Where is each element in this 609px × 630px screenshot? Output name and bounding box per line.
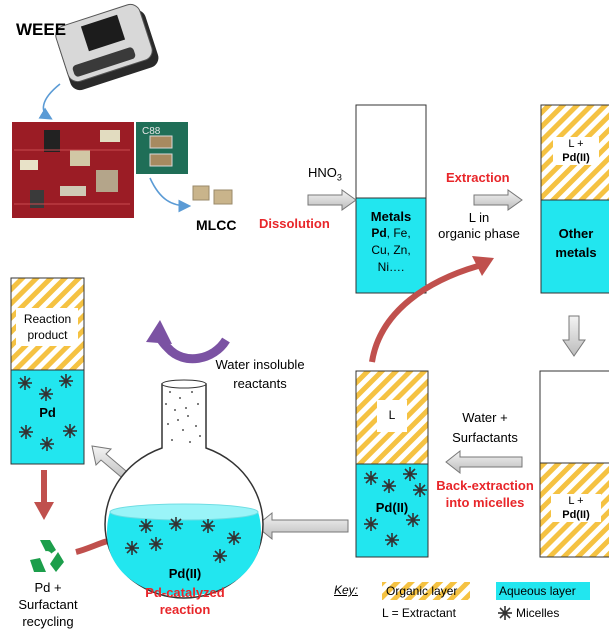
key-title: Key: [334,583,359,597]
l-in-organic-label: L in organic phase [426,210,532,242]
extraction-label: Extraction [446,170,510,185]
pd-plus-text: Pd + [34,580,62,595]
into-micelles-text: into micelles [445,495,525,510]
tube-metals [355,104,427,294]
arrow-board-to-mlcc [149,177,192,213]
key-organic-label: Organic layer [386,584,458,598]
product-top-line2: product [27,328,68,342]
other-metals-text: Other metals [541,224,609,262]
back-bottom-text: Pd(II) [375,500,409,515]
key-aqueous-swatch [496,582,590,600]
other-top-line1: L + [568,138,584,150]
other-metals-line1: Other [558,226,594,241]
pd-recycling-label: Pd + Surfactant recycling [4,579,92,630]
circuit-board-image [12,122,134,218]
metals-title: Metals [370,209,412,224]
l-in-text: L in [468,210,490,225]
other-top-text: L + Pd(II) [553,137,599,165]
key-extractant-label: L = Extractant [382,606,456,620]
tube-other-metals [540,104,609,294]
back-extraction-label: Back-extraction into micelles [428,477,542,511]
pd-catalyzed-label: Pd-catalyzed reaction [130,584,240,618]
recycling-text: recycling [22,614,74,629]
tube-lower-right [539,370,609,558]
metals-line2: Cu, Zn, [371,243,411,257]
water-insoluble-text: Water insoluble [215,357,305,372]
surfactants-text: Surfactants [452,430,518,445]
lower-right-line1: L + [568,495,584,507]
metals-line3: Ni…. [377,260,405,274]
hno3-label: HNO3 [308,165,342,183]
metals-tube-text: Metals Pd, Fe, Cu, Zn, Ni…. [356,208,426,276]
other-metals-line2: metals [555,245,597,260]
metals-pd: Pd [371,226,387,240]
key-micelle-icon [497,605,513,621]
arrow-phone-to-board [38,83,61,120]
dissolution-label: Dissolution [259,216,330,231]
key-organic-swatch [382,582,470,600]
metals-line1-rest: , Fe, [386,226,411,240]
arrow-to-flask [255,511,349,541]
back-extraction-text: Back-extraction [436,478,534,493]
arrow-recycle-to-extraction [369,263,479,363]
product-top-text: Reaction product [11,311,84,343]
arrow-back-extraction [445,449,523,475]
mlcc-label: MLCC [196,217,237,233]
surfactant-text: Surfactant [18,597,78,612]
pd-catalyzed-text: Pd-catalyzed [145,585,225,600]
hno3-text: HNO [308,165,337,180]
mlcc-chips-image [192,185,233,205]
arrow-down-right [562,315,586,357]
svg-text:C88: C88 [142,126,161,137]
water-surfactants-label: Water + Surfactants [430,408,540,448]
hno3-subscript: 3 [336,172,342,183]
water-insoluble-label: Water insoluble reactants [200,355,320,393]
water-plus-text: Water + [462,410,508,425]
key-aqueous-label: Aqueous layer [499,584,576,598]
arrow-dissolution [307,189,357,211]
back-top-text: L [388,408,396,422]
lower-right-text: L + Pd(II) [551,494,601,522]
lower-right-line2: Pd(II) [562,509,590,521]
mlcc-closeup-image: C88 [136,122,188,174]
product-top-line1: Reaction [23,312,72,326]
recycling-icon [30,540,64,572]
reaction-text: reaction [159,602,211,617]
weee-label: WEEE [16,20,67,39]
organic-phase-text: organic phase [438,226,520,241]
key-micelles-label: Micelles [516,606,560,620]
arrow-extraction [473,189,523,211]
flask-label: Pd(II) [168,566,202,581]
product-bottom-text: Pd [39,405,56,420]
metals-line1: Pd, Fe, [356,225,426,242]
mobile-phone-image [55,3,159,91]
other-top-line2: Pd(II) [562,152,590,164]
reactants-text: reactants [233,376,287,391]
